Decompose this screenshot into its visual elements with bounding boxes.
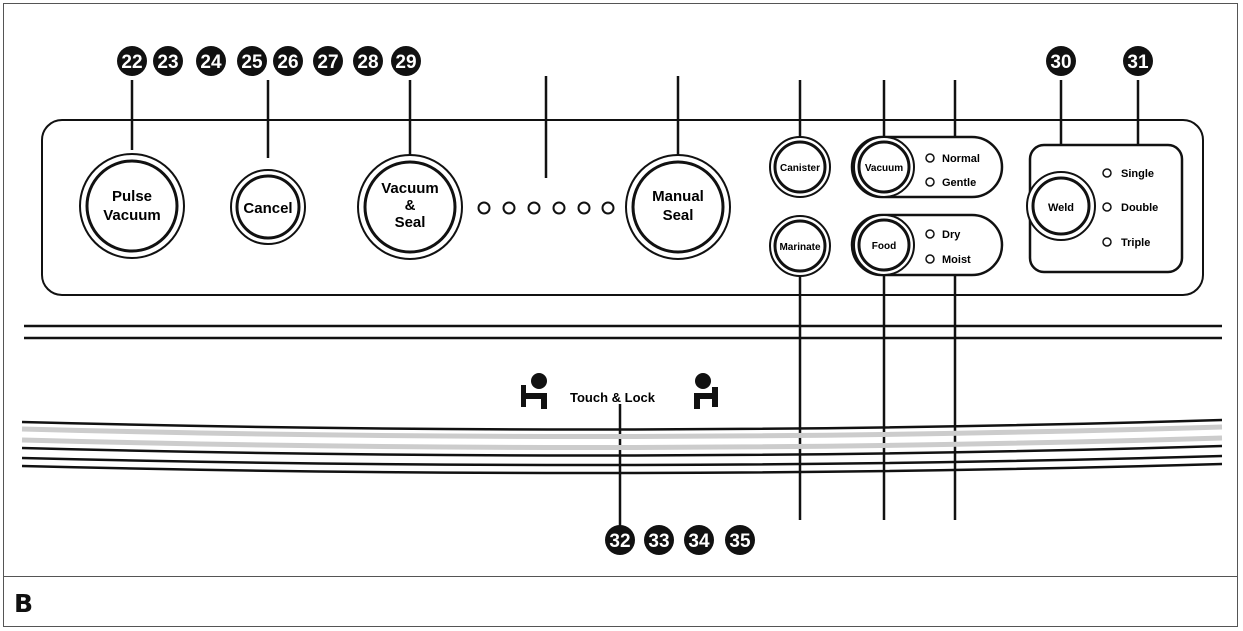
food-button[interactable]: Food (853, 214, 915, 276)
callout-number: 25 (241, 52, 263, 73)
manual-seal-button[interactable]: Manual Seal (625, 154, 731, 260)
indicator-light (477, 201, 491, 215)
canister-button[interactable]: Canister (769, 136, 831, 198)
callout-number: 33 (648, 531, 669, 552)
callout-group-bottom: 32 33 34 35 (605, 525, 755, 555)
lock-hand-left-icon (521, 373, 547, 409)
indicator-light (1102, 168, 1112, 178)
button-label: Vacuum (381, 180, 439, 197)
callout-group-top-left: 22 23 24 25 26 27 28 29 (117, 46, 421, 76)
vacuum-button[interactable]: Vacuum (853, 136, 915, 198)
callout-badge: 29 (391, 46, 421, 76)
indicator-light (1102, 202, 1112, 212)
indicator-light (577, 201, 591, 215)
callout-badge: 34 (684, 525, 714, 555)
callout-number: 32 (609, 531, 630, 552)
weld-button[interactable]: Weld (1026, 171, 1096, 241)
callout-number: 31 (1127, 52, 1149, 73)
lid-edge-lines (24, 324, 1222, 340)
button-label: Manual (652, 188, 704, 205)
callout-badge: 24 (196, 46, 226, 76)
indicator-light (925, 254, 935, 264)
callout-number: 24 (200, 52, 222, 73)
control-panel-outline (41, 119, 1204, 296)
button-label: Cancel (243, 200, 292, 217)
option-label-normal: Normal (942, 153, 980, 165)
indicator-light (925, 153, 935, 163)
callout-number: 30 (1050, 52, 1071, 73)
indicator-light (1102, 237, 1112, 247)
callout-number: 34 (688, 531, 710, 552)
pulse-vacuum-button[interactable]: Pulse Vacuum (79, 153, 185, 259)
option-label-dry: Dry (942, 229, 961, 241)
callout-badge-31: 31 (1123, 46, 1153, 76)
callout-badge: 25 (237, 46, 267, 76)
touch-lock-area: Touch & Lock (521, 373, 718, 409)
indicator-light (601, 201, 615, 215)
callout-badge-30: 30 (1046, 46, 1076, 76)
button-label: Vacuum (865, 163, 903, 174)
indicator-light (527, 201, 541, 215)
button-label: Seal (395, 214, 426, 231)
food-mode-group: Food Dry Moist (850, 213, 1004, 277)
callout-badge: 27 (313, 46, 343, 76)
figure-caption: B (14, 589, 34, 618)
indicator-light (925, 229, 935, 239)
figure-frame (3, 3, 1238, 627)
callout-badge: 35 (725, 525, 755, 555)
callout-badge: 23 (153, 46, 183, 76)
indicator-light (502, 201, 516, 215)
button-label: Pulse (112, 188, 152, 205)
lock-hand-right-icon (694, 373, 718, 409)
progress-indicator-lights (477, 201, 615, 215)
option-label-double: Double (1121, 202, 1158, 214)
indicator-light (552, 201, 566, 215)
option-label-gentle: Gentle (942, 177, 976, 189)
callout-number: 29 (395, 52, 416, 73)
callout-number: 22 (121, 52, 142, 73)
indicator-light (925, 177, 935, 187)
callout-number: 23 (157, 52, 178, 73)
touch-lock-label: Touch & Lock (570, 390, 656, 405)
callout-badge: 32 (605, 525, 635, 555)
vacuum-mode-group: Vacuum Normal Gentle (850, 135, 1004, 199)
callout-badge: 26 (273, 46, 303, 76)
button-label: Seal (663, 207, 694, 224)
caption-row: B (3, 576, 1238, 627)
callout-badge: 33 (644, 525, 674, 555)
button-label: Food (872, 241, 896, 252)
callout-number: 28 (357, 52, 378, 73)
button-label: & (405, 197, 416, 214)
option-label-single: Single (1121, 168, 1154, 180)
callout-number: 27 (317, 52, 338, 73)
callout-number: 26 (277, 52, 298, 73)
option-label-moist: Moist (942, 254, 971, 266)
vacuum-seal-button[interactable]: Vacuum & Seal (357, 154, 463, 260)
cancel-button[interactable]: Cancel (230, 169, 306, 245)
callout-number: 35 (729, 531, 751, 552)
marinate-button[interactable]: Marinate (769, 215, 831, 277)
callout-badge: 22 (117, 46, 147, 76)
option-label-triple: Triple (1121, 237, 1150, 249)
button-label: Weld (1048, 202, 1074, 214)
button-label: Marinate (779, 242, 821, 253)
button-label: Canister (780, 163, 820, 174)
button-label: Vacuum (103, 207, 161, 224)
base-curve-lines (21, 418, 1223, 475)
callout-badge: 28 (353, 46, 383, 76)
weld-mode-group: Weld Single Double Triple (1026, 143, 1184, 274)
